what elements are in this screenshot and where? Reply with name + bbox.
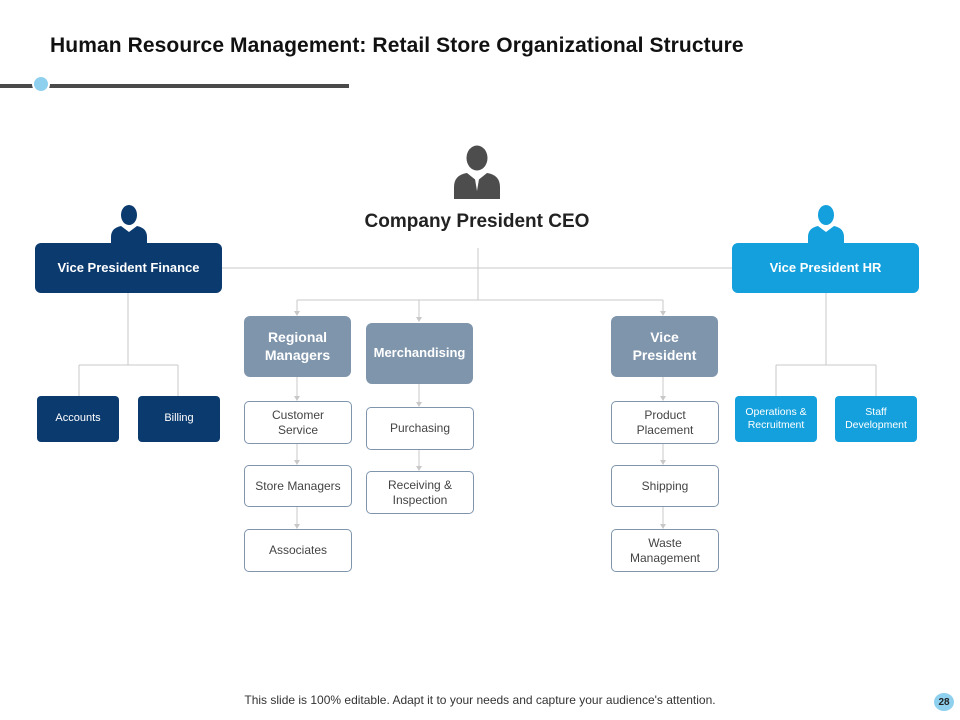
shipping-label: Shipping: [641, 478, 689, 493]
receiving-inspection-box[interactable]: Receiving & Inspection: [366, 471, 474, 514]
merchandising-box[interactable]: Merchandising: [366, 323, 473, 384]
associates-label: Associates: [268, 543, 328, 557]
footer-note: This slide is 100% editable. Adapt it to…: [244, 693, 716, 707]
billing-box[interactable]: Billing: [138, 396, 220, 442]
regional-managers-label: Regional Managers: [264, 329, 331, 363]
product-placement-label: Product Placement: [636, 407, 694, 437]
title-underline: [0, 84, 349, 88]
vp-hr-box[interactable]: Vice President HR: [732, 243, 919, 293]
purchasing-box[interactable]: Purchasing: [366, 407, 474, 450]
associates-box[interactable]: Associates: [244, 529, 352, 572]
vp-finance-person-icon: [111, 205, 147, 246]
vice-president-box[interactable]: Vice President: [611, 316, 718, 377]
vp-hr-person-icon: [808, 205, 844, 246]
slide-title: Human Resource Management: Retail Store …: [50, 34, 744, 57]
accounts-label: Accounts: [55, 412, 101, 425]
merchandising-label: Merchandising: [373, 345, 466, 361]
vp-finance-label: Vice President Finance: [57, 259, 200, 275]
operations-recruitment-label: Operations & Recruitment: [745, 405, 807, 431]
staff-development-label: Staff Development: [845, 405, 907, 431]
regional-managers-box[interactable]: Regional Managers: [244, 316, 351, 377]
billing-label: Billing: [164, 412, 194, 425]
customer-service-label: Customer Service: [271, 407, 324, 437]
purchasing-label: Purchasing: [389, 421, 451, 435]
accounts-box[interactable]: Accounts: [37, 396, 119, 442]
page-number-badge: 28: [934, 693, 954, 711]
product-placement-box[interactable]: Product Placement: [611, 401, 719, 444]
shipping-box[interactable]: Shipping: [611, 465, 719, 507]
title-underline-dot: [32, 75, 50, 93]
staff-development-box[interactable]: Staff Development: [835, 396, 917, 442]
waste-management-box[interactable]: Waste Management: [611, 529, 719, 572]
ceo-person-icon: [454, 145, 500, 199]
store-managers-box[interactable]: Store Managers: [244, 465, 352, 507]
vp-finance-box[interactable]: Vice President Finance: [35, 243, 222, 293]
waste-management-label: Waste Management: [629, 535, 701, 565]
vp-hr-label: Vice President HR: [769, 259, 882, 275]
store-managers-label: Store Managers: [255, 478, 341, 493]
operations-recruitment-box[interactable]: Operations & Recruitment: [735, 396, 817, 442]
ceo-label: Company President CEO: [364, 211, 590, 232]
receiving-inspection-label: Receiving & Inspection: [387, 477, 453, 507]
customer-service-box[interactable]: Customer Service: [244, 401, 352, 444]
vice-president-label: Vice President: [632, 329, 697, 363]
